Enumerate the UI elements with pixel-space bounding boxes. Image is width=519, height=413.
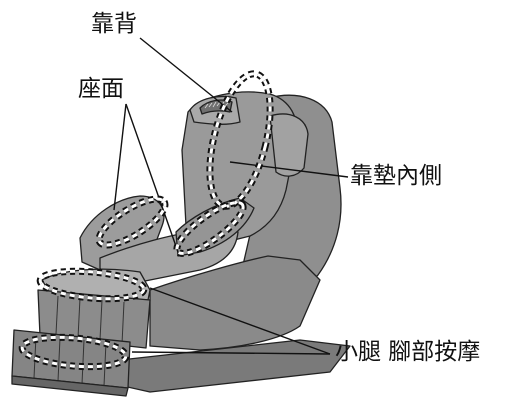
leader-seat-left: [113, 103, 127, 211]
leader-calf-lower: [131, 351, 331, 355]
leader-inner: [229, 161, 349, 178]
leader-calf-upper: [149, 287, 331, 355]
shoulder-wing: [269, 113, 309, 177]
label-calf-foot-massage: 小腿 腳部按摩: [335, 339, 481, 365]
backrest-inner-lower: [175, 197, 255, 257]
label-backrest: 靠背: [91, 11, 137, 37]
calf-rest-grooves: [55, 295, 125, 345]
foot-rest-bottom: [11, 375, 129, 397]
side-body-panel: [149, 255, 321, 351]
leader-lines: [113, 37, 349, 355]
head-control-panel: [199, 99, 233, 115]
leader-backrest: [139, 37, 233, 113]
foot-rest-grooves: [33, 335, 107, 387]
highlight-ovals: [18, 70, 274, 371]
label-seat: 座面: [78, 76, 124, 102]
massage-chair-illustration: [11, 91, 351, 397]
leader-seat-right: [125, 103, 179, 253]
label-backrest-inner: 靠墊內側: [350, 163, 442, 189]
